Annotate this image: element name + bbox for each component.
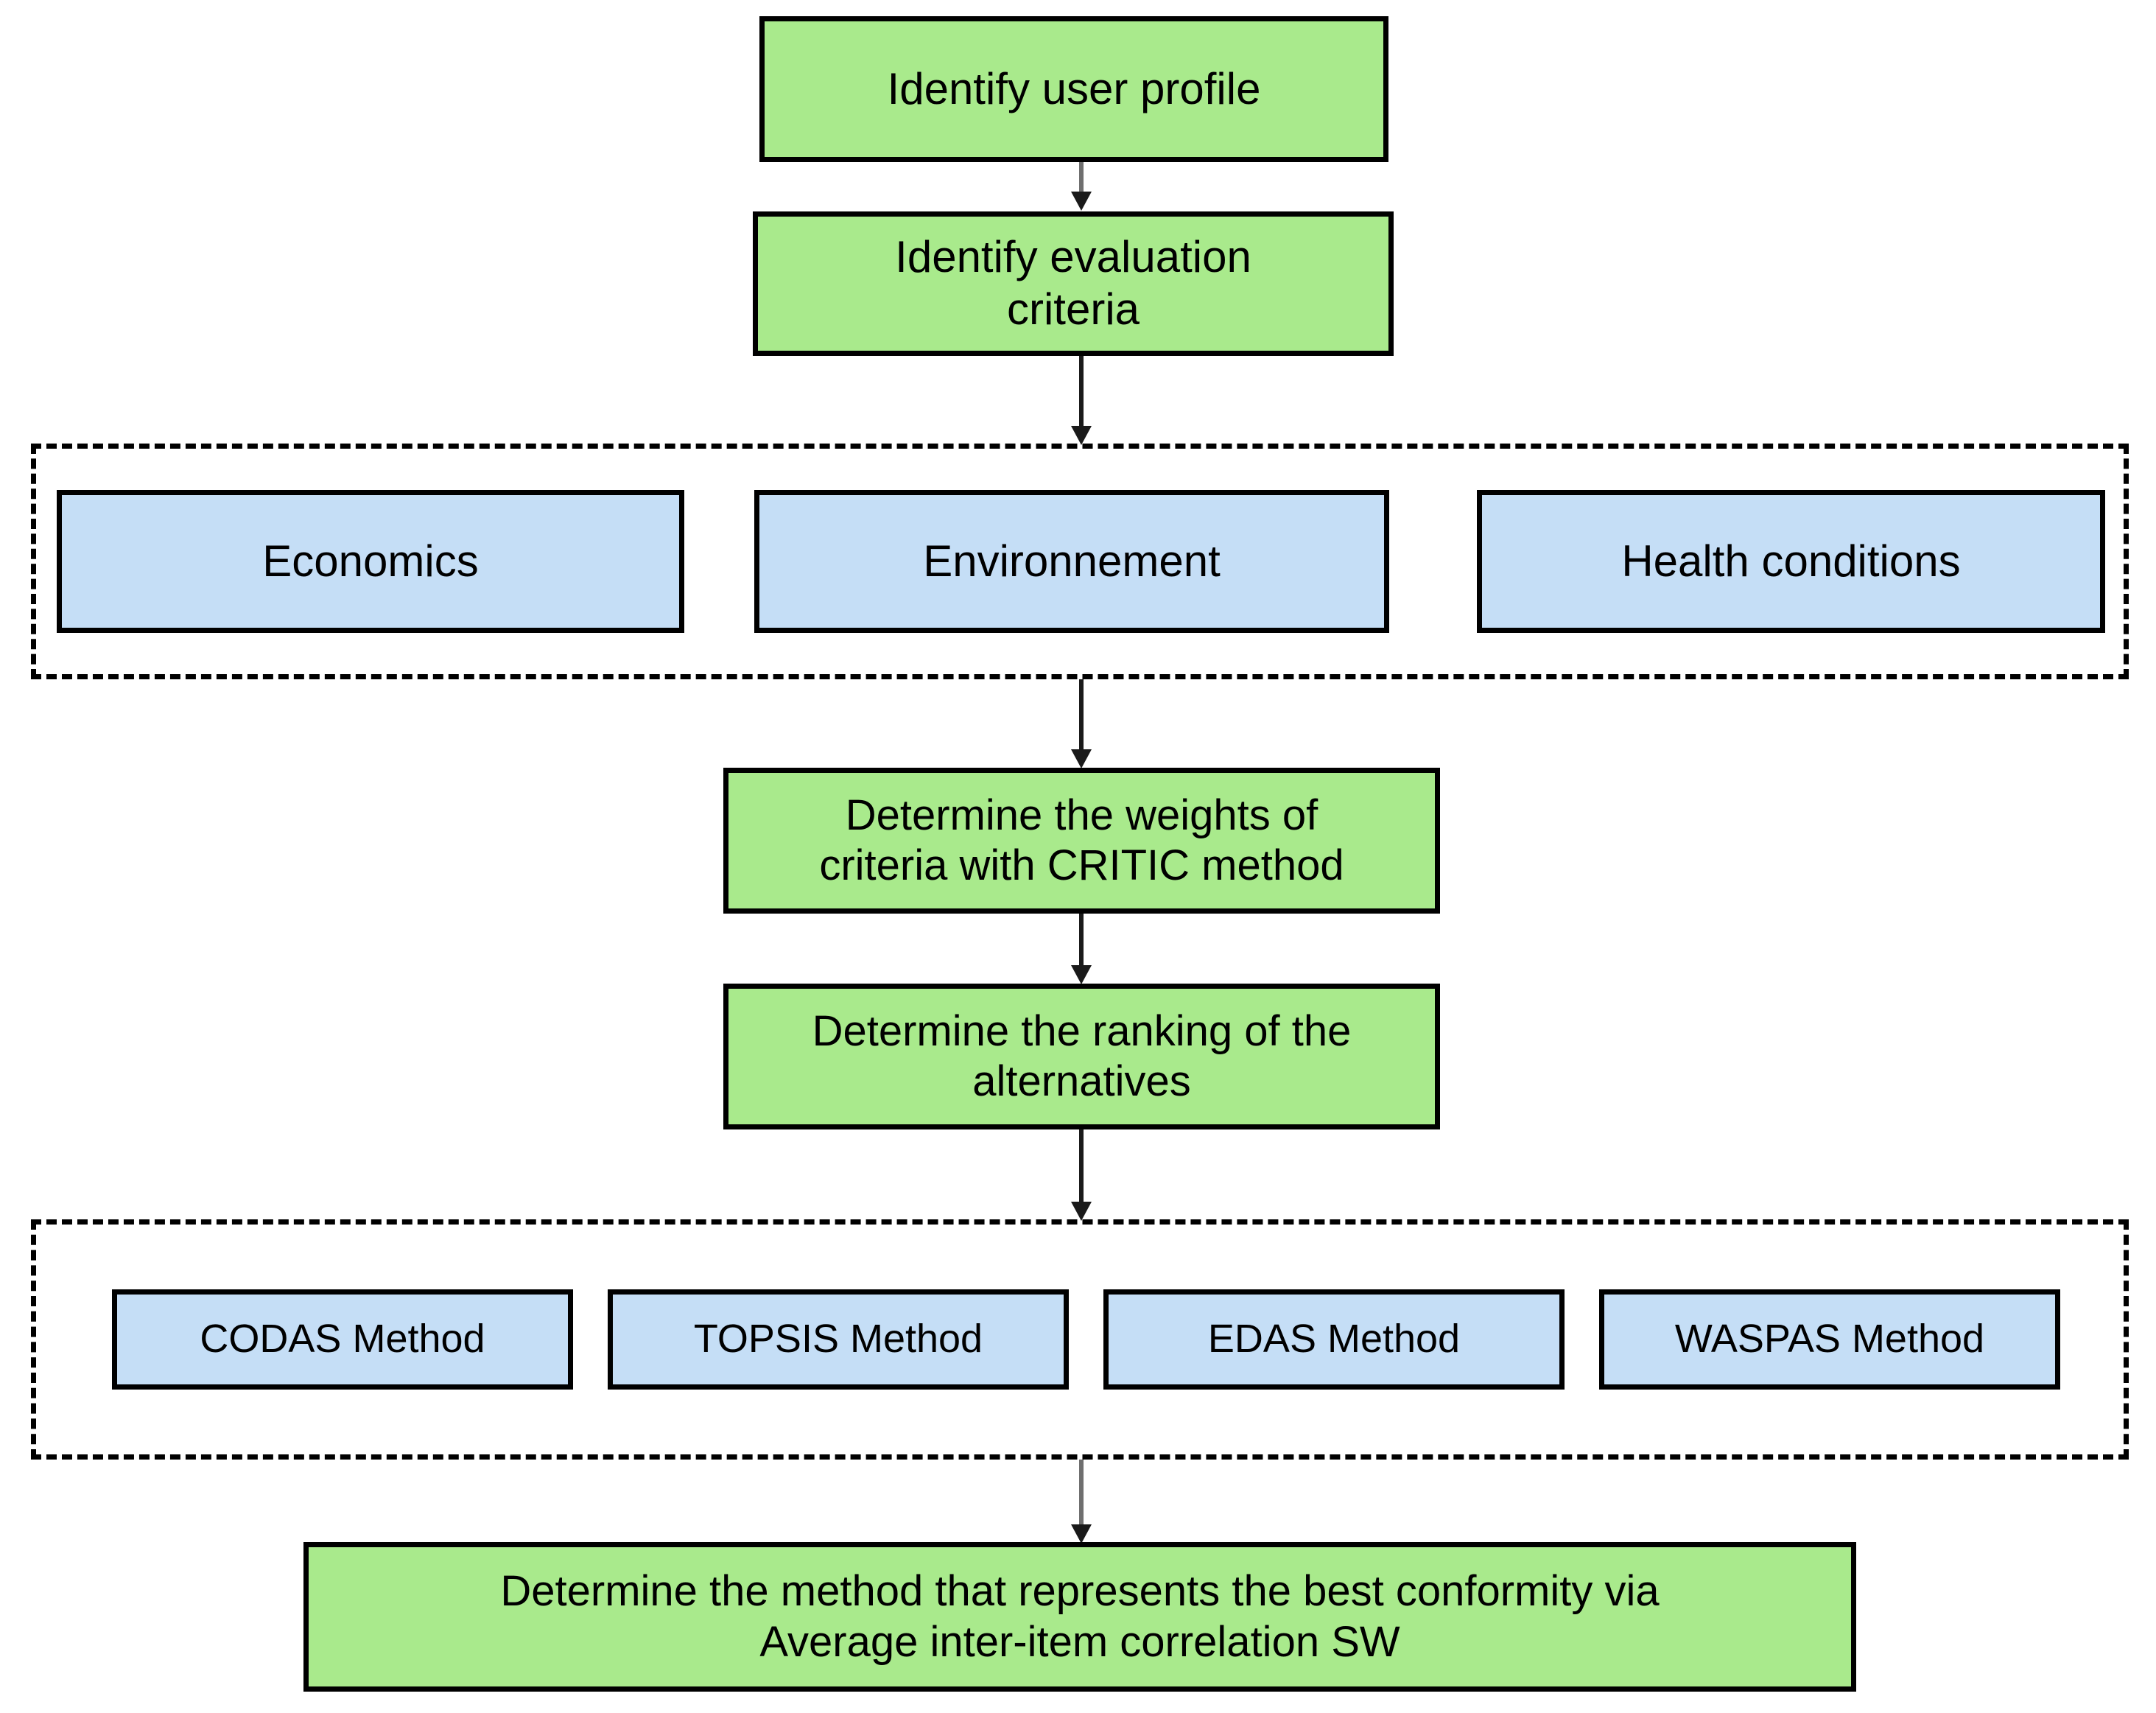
criteria-group-container [31, 444, 2129, 679]
criteria-item-environnement[interactable]: Environnement [754, 490, 1389, 633]
criteria-item-health-conditions[interactable]: Health conditions [1477, 490, 2105, 633]
node-label-line2: criteria [1006, 284, 1140, 334]
node-label-line1: Determine the method that represents the… [500, 1567, 1660, 1616]
methods-group-container [31, 1219, 2129, 1460]
node-label-line2: Average inter-item correlation SW [759, 1617, 1400, 1666]
method-item-waspas[interactable]: WASPAS Method [1599, 1289, 2060, 1390]
arrow-criteria-to-criteria-group [1059, 356, 1103, 446]
method-item-label: TOPSIS Method [693, 1317, 983, 1362]
criteria-item-label: Environnement [923, 536, 1221, 586]
node-identify-evaluation-criteria[interactable]: Identify evaluation criteria [753, 211, 1394, 356]
node-determine-ranking[interactable]: Determine the ranking of the alternative… [723, 984, 1440, 1129]
node-label-line2: criteria with CRITIC method [819, 841, 1344, 889]
criteria-item-label: Health conditions [1621, 536, 1961, 586]
arrow-profile-to-criteria [1059, 162, 1103, 211]
method-item-edas[interactable]: EDAS Method [1103, 1289, 1565, 1390]
criteria-item-label: Economics [262, 536, 479, 586]
node-identify-user-profile[interactable]: Identify user profile [759, 16, 1388, 162]
node-label-line2: alternatives [972, 1057, 1191, 1105]
method-item-label: WASPAS Method [1674, 1317, 1985, 1362]
node-determine-best-method[interactable]: Determine the method that represents the… [303, 1542, 1856, 1692]
node-label-line1: Determine the weights of [845, 791, 1318, 839]
node-label: Identify user profile [887, 63, 1261, 113]
arrow-criteria-group-to-weights [1059, 679, 1103, 769]
arrow-methods-group-to-conclusion [1059, 1460, 1103, 1544]
node-label-line1: Determine the ranking of the [812, 1006, 1352, 1055]
method-item-label: EDAS Method [1207, 1317, 1461, 1362]
arrow-weights-to-ranking [1059, 914, 1103, 985]
node-determine-weights-critic[interactable]: Determine the weights of criteria with C… [723, 768, 1440, 914]
criteria-item-economics[interactable]: Economics [57, 490, 684, 633]
arrow-ranking-to-methods-group [1059, 1129, 1103, 1222]
method-item-label: CODAS Method [200, 1317, 485, 1362]
method-item-topsis[interactable]: TOPSIS Method [608, 1289, 1069, 1390]
method-item-codas[interactable]: CODAS Method [112, 1289, 573, 1390]
node-label-line1: Identify evaluation [895, 232, 1251, 282]
